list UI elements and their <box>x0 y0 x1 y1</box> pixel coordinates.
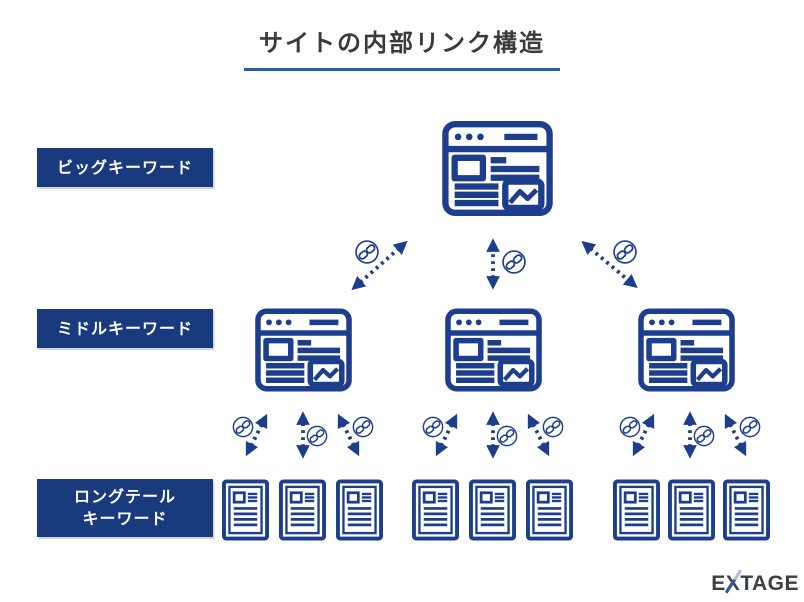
document-page-icon <box>668 479 715 541</box>
document-page-icon <box>469 479 516 541</box>
chain-link-icon <box>355 240 379 264</box>
chain-link-icon <box>542 416 564 438</box>
chain-link-icon <box>232 416 254 438</box>
chain-link-icon <box>613 240 637 264</box>
chain-link-icon <box>352 416 374 438</box>
logo-x-with-slash: X <box>725 572 741 595</box>
title-block: サイトの内部リンク構造 <box>0 28 804 72</box>
document-page-icon <box>222 479 269 541</box>
logo-text-e: E <box>711 572 726 595</box>
browser-window-icon-middle-2 <box>445 308 542 392</box>
label-big-keyword: ビッグキーワード <box>37 148 213 187</box>
document-page-icon <box>526 479 573 541</box>
browser-window-icon-top <box>442 120 553 217</box>
page-title: サイトの内部リンク構造 <box>259 29 545 57</box>
label-big-keyword-text: ビッグキーワード <box>56 157 193 177</box>
chain-link-icon <box>502 250 526 274</box>
label-middle-keyword: ミドルキーワード <box>37 309 213 348</box>
dotted-double-headed-arrow <box>581 240 638 289</box>
chain-link-icon <box>739 416 761 438</box>
dotted-double-headed-arrow <box>724 413 747 457</box>
browser-window-icon-middle-1 <box>255 308 352 392</box>
dotted-double-headed-arrow <box>337 413 360 457</box>
label-longtail-keyword-line2: キーワード <box>82 509 168 528</box>
dotted-double-headed-arrow <box>632 413 655 457</box>
document-page-icon <box>279 479 326 541</box>
chain-link-icon <box>422 416 444 438</box>
chain-link-icon <box>693 425 715 447</box>
label-longtail-keyword: ロングテール キーワード <box>37 479 213 537</box>
dotted-double-headed-arrow <box>527 413 550 457</box>
chain-link-icon <box>496 425 518 447</box>
logo-text-tage: TAGE <box>740 572 799 595</box>
document-page-icon <box>336 479 383 541</box>
title-underline <box>244 68 560 72</box>
dotted-double-headed-arrow <box>435 413 458 457</box>
document-page-icon <box>723 479 770 541</box>
label-longtail-keyword-line1: ロングテール <box>73 487 176 507</box>
dotted-double-headed-arrow <box>245 413 268 457</box>
extage-logo: EXTAGE <box>711 572 799 596</box>
document-page-icon <box>412 479 459 541</box>
document-page-icon <box>613 479 660 541</box>
label-middle-keyword-text: ミドルキーワード <box>56 318 193 338</box>
chain-link-icon <box>306 425 328 447</box>
dotted-double-headed-arrow <box>351 240 408 291</box>
chain-link-icon <box>619 416 641 438</box>
browser-window-icon-middle-3 <box>638 308 735 392</box>
